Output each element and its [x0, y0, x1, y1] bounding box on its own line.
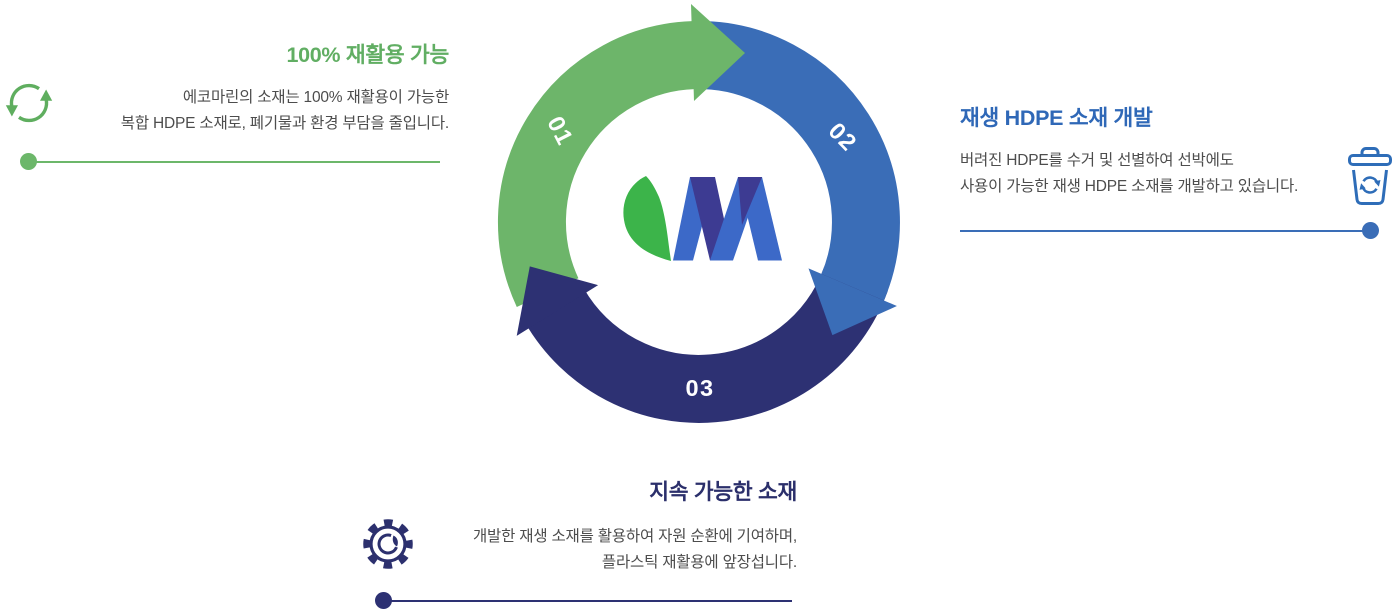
step1-desc-line1: 에코마린의 소재는 100% 재활용이 가능한	[182, 89, 449, 106]
recycle-arrows-icon	[5, 83, 53, 123]
step3-accent-dot	[374, 592, 392, 609]
eco-gear-icon	[363, 519, 413, 569]
step2-accent-rule	[960, 222, 1379, 239]
cycle-diagram: 01 02 03	[497, 4, 900, 423]
step1-accent-rule	[19, 153, 441, 170]
step3-description: 개발한 재생 소재를 활용하여 자원 순환에 기여하며, 플라스틱 재활용에 앞…	[337, 524, 797, 575]
ring-arrowhead-01	[691, 4, 745, 101]
step3-accent-rule	[374, 592, 793, 609]
step1-accent-dot	[19, 153, 37, 170]
ring-arrowhead-02	[808, 268, 897, 336]
ring-arrowhead-03	[516, 266, 599, 336]
step2-description: 버려진 HDPE를 수거 및 선별하여 선박에도 사용이 가능한 재생 HDPE…	[960, 148, 1390, 199]
step2-desc-line2: 사용이 가능한 재생 HDPE 소재를 개발하고 있습니다.	[960, 177, 1299, 195]
step1-title: 100% 재활용 가능	[286, 43, 449, 67]
step1-section: 100% 재활용 가능 에코마린의 소재는 100% 재활용이 가능한 복합 H…	[19, 42, 450, 136]
logo-m-fold	[738, 177, 762, 225]
ring-segment-02	[702, 21, 900, 301]
step2-section: 재생 HDPE 소재 개발 버려진 HDPE를 수거 및 선별하여 선박에도 사…	[960, 105, 1390, 199]
step3-desc-line2: 플라스틱 재활용에 앞장섭니다.	[601, 553, 797, 571]
ecomarine-logo	[623, 176, 782, 261]
logo-leaf-icon	[623, 176, 671, 261]
step1-description: 에코마린의 소재는 100% 재활용이 가능한 복합 HDPE 소재로, 폐기물…	[19, 85, 449, 136]
step1-desc-line2: 복합 HDPE 소재로, 폐기물과 환경 부담을 줄입니다.	[120, 114, 449, 132]
step2-title: 재생 HDPE 소재 개발	[960, 106, 1153, 130]
ring-segment-01	[497, 21, 696, 307]
step2-accent-dot	[1361, 222, 1379, 239]
ring-segment-03	[524, 266, 888, 423]
step1-accent-line	[27, 160, 440, 163]
step3-desc-line1: 개발한 재생 소재를 활용하여 자원 순환에 기여하며,	[472, 528, 797, 545]
step2-accent-line	[960, 229, 1370, 232]
recycle-bin-icon	[1348, 147, 1392, 205]
step3-accent-line	[382, 599, 792, 603]
step3-title: 지속 가능한 소재	[649, 480, 797, 504]
step3-section: 지속 가능한 소재 개발한 재생 소재를 활용하여 자원 순환에 기여하며, 플…	[337, 479, 797, 575]
step2-desc-line1: 버려진 HDPE를 수거 및 선별하여 선박에도	[960, 152, 1234, 169]
ring-number-03: 03	[685, 375, 714, 401]
